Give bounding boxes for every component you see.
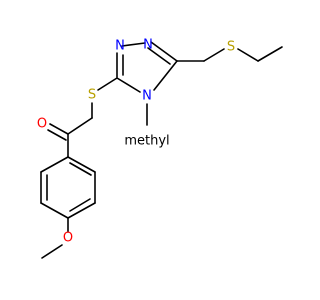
bond-ring-1-inner bbox=[69, 162, 92, 176]
bond-s-ch2 bbox=[203, 48, 225, 62]
atom-o-keto: O bbox=[37, 117, 47, 132]
bond-c3-s bbox=[97, 77, 118, 91]
bond-c5-n1-double-b bbox=[147, 47, 171, 65]
atom-n4: N bbox=[142, 89, 152, 104]
molecule-structure-diagram: N N N S S O O methyl bbox=[37, 38, 283, 259]
bond-c3-n4 bbox=[116, 77, 141, 93]
bond-n4-c5 bbox=[153, 60, 178, 91]
bond-ethyl-ch3 bbox=[257, 46, 283, 62]
atom-n2: N bbox=[115, 39, 125, 54]
atom-s-linker: S bbox=[88, 88, 96, 103]
bond-co-double-b bbox=[47, 129, 67, 141]
bond-c5-n1-double-a bbox=[150, 41, 178, 62]
bond-ethyl-ch2-s bbox=[237, 48, 259, 62]
atom-n1: N bbox=[143, 38, 153, 53]
atom-o-methoxy: O bbox=[63, 231, 73, 246]
bond-lines bbox=[40, 41, 283, 259]
atom-labels: N N N S S O O methyl bbox=[37, 38, 235, 246]
bond-ring-3-inner bbox=[69, 198, 91, 212]
bond-ring-6 bbox=[40, 156, 69, 173]
bond-ch2-carbonyl bbox=[67, 117, 93, 135]
bond-ring-4 bbox=[40, 202, 69, 219]
bond-ring-1 bbox=[67, 156, 96, 173]
atom-s-ethyl: S bbox=[227, 40, 235, 55]
bond-ring-3 bbox=[67, 202, 96, 219]
bond-co-double-a bbox=[49, 123, 69, 135]
substituent-methyl-label: methyl bbox=[124, 134, 169, 149]
bond-n1-n2 bbox=[121, 42, 146, 47]
bond-o-methyl bbox=[41, 244, 63, 259]
